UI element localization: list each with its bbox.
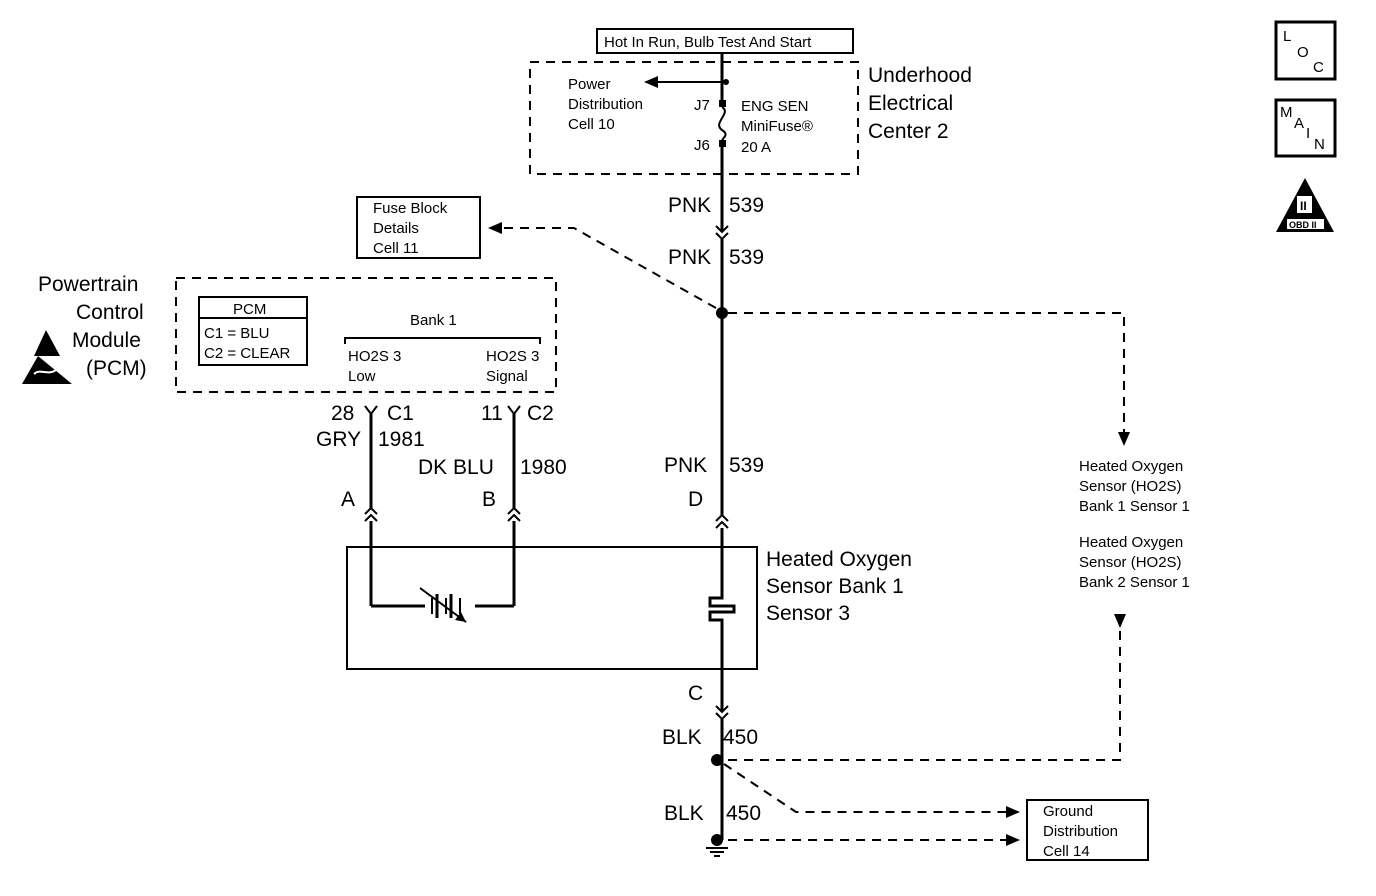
ho2s-references: Heated Oxygen Sensor (HO2S) Bank 1 Senso… (1079, 458, 1190, 591)
pcm-pin-low: 28 (331, 402, 354, 425)
pcm-conn-signal: C2 (527, 402, 554, 425)
dkblu-color: DK BLU (418, 456, 494, 479)
connector-b: B (482, 488, 496, 511)
underhood-electrical-center: Underhood Electrical Center 2 Power Dist… (529, 61, 972, 175)
pcm-bank-label: Bank 1 (410, 312, 457, 329)
obd-ii-icon: II OBD II (1276, 178, 1334, 232)
ground-dist-dashed (723, 614, 1126, 846)
pcm-label-line4: (PCM) (86, 357, 147, 380)
main-icon-a: A (1294, 115, 1304, 132)
wire1-num: 539 (729, 194, 764, 217)
connector-a: A (341, 488, 355, 511)
ref1-line3: Bank 1 Sensor 1 (1079, 498, 1190, 515)
wire2-num: 539 (729, 246, 764, 269)
ho2s-bank1-sensor3: Heated Oxygen Sensor Bank 1 Sensor 3 (346, 546, 912, 670)
pcm-signal-line1: HO2S 3 (486, 348, 539, 365)
blk-ground-wire (706, 628, 729, 857)
main-icon-n: N (1314, 136, 1325, 153)
loc-icon-c: C (1313, 59, 1324, 76)
ref1-line1: Heated Oxygen (1079, 458, 1183, 475)
obd-icon-numeral: II (1300, 199, 1307, 213)
ho2s-ref-dashed-top (728, 312, 1130, 446)
hot-in-run-label: Hot In Run, Bulb Test And Start (604, 34, 812, 51)
gry-num: 1981 (378, 428, 425, 451)
dkblu-num: 1980 (520, 456, 567, 479)
power-dist-arrow (644, 76, 729, 88)
minifuse-symbol (718, 53, 727, 147)
fuse-block-line1: Fuse Block (373, 200, 448, 217)
ground-line2: Distribution (1043, 823, 1118, 840)
wire2-color: PNK (668, 246, 711, 269)
j7-label: J7 (694, 97, 710, 114)
pcm-c1: C1 = BLU (204, 325, 269, 342)
blk2-num: 450 (726, 802, 761, 825)
ground-line3: Cell 14 (1043, 843, 1090, 860)
sensor-title-line2: Sensor Bank 1 (766, 575, 904, 598)
pcm-label-line2: Control (76, 301, 144, 324)
splice-blk (711, 754, 723, 766)
pcm-label-line3: Module (72, 329, 141, 352)
hot-in-run-box: Hot In Run, Bulb Test And Start (596, 28, 854, 54)
ref2-line2: Sensor (HO2S) (1079, 554, 1182, 571)
fuse-block-line3: Cell 11 (373, 240, 419, 257)
ground-dist-ref: Ground Distribution Cell 14 (1026, 799, 1149, 861)
loc-icon-l: L (1283, 28, 1291, 45)
j6-label: J6 (694, 137, 710, 154)
pcm-pin-signal: 11 (481, 402, 503, 425)
loc-icon-o: O (1297, 44, 1309, 61)
connector-d: D (688, 488, 703, 511)
pcm-signal-line2: Signal (486, 368, 528, 385)
uec-title-line3: Center 2 (868, 120, 949, 143)
power-dist-line3: Cell 10 (568, 116, 615, 133)
pcm-label-line1: Powertrain (38, 273, 138, 296)
pcm-low-line1: HO2S 3 (348, 348, 401, 365)
obd-icon-label: OBD II (1289, 220, 1317, 230)
blk1-num: 450 (723, 726, 758, 749)
heater-element-symbol (708, 590, 736, 628)
dkblu-wire (507, 405, 521, 606)
pnk-wire (715, 147, 729, 590)
wire3-num: 539 (729, 454, 764, 477)
pcm-module: Powertrain Control Module (PCM) PCM C1 =… (22, 273, 557, 393)
pcm-low-line2: Low (348, 368, 376, 385)
oxygen-sensor-cell-symbol (419, 587, 475, 623)
ref1-line2: Sensor (HO2S) (1079, 478, 1182, 495)
uec-title-line1: Underhood (868, 64, 972, 87)
loc-icon: L O C (1274, 20, 1337, 81)
main-icon-i: I (1306, 125, 1310, 142)
fuse-type: MiniFuse® (741, 118, 813, 135)
connector-c: C (688, 682, 703, 705)
esd-warning-icon (22, 330, 72, 384)
blk2-color: BLK (664, 802, 704, 825)
main-icon: M A I N (1274, 98, 1337, 158)
ground-line1: Ground (1043, 803, 1093, 820)
gry-color: GRY (316, 428, 361, 451)
power-dist-line1: Power (568, 76, 611, 93)
ref2-line1: Heated Oxygen (1079, 534, 1183, 551)
fuse-block-line2: Details (373, 220, 419, 237)
splice-pnk (716, 307, 728, 319)
wire3-color: PNK (664, 454, 707, 477)
fuse-block-ref: Fuse Block Details Cell 11 (356, 196, 717, 309)
blk1-color: BLK (662, 726, 702, 749)
sensor-title-line1: Heated Oxygen (766, 548, 912, 571)
gry-wire (364, 405, 514, 608)
pcm-c2: C2 = CLEAR (204, 345, 290, 362)
sensor-title-line3: Sensor 3 (766, 602, 850, 625)
ref2-line3: Bank 2 Sensor 1 (1079, 574, 1190, 591)
wire1-color: PNK (668, 194, 711, 217)
pcm-conn-low: C1 (387, 402, 414, 425)
power-dist-line2: Distribution (568, 96, 643, 113)
ground-splice (711, 834, 723, 846)
main-icon-m: M (1280, 104, 1293, 121)
pcm-box-title: PCM (233, 301, 266, 318)
fuse-name: ENG SEN (741, 98, 809, 115)
fuse-rating: 20 A (741, 139, 771, 156)
uec-title-line2: Electrical (868, 92, 953, 115)
